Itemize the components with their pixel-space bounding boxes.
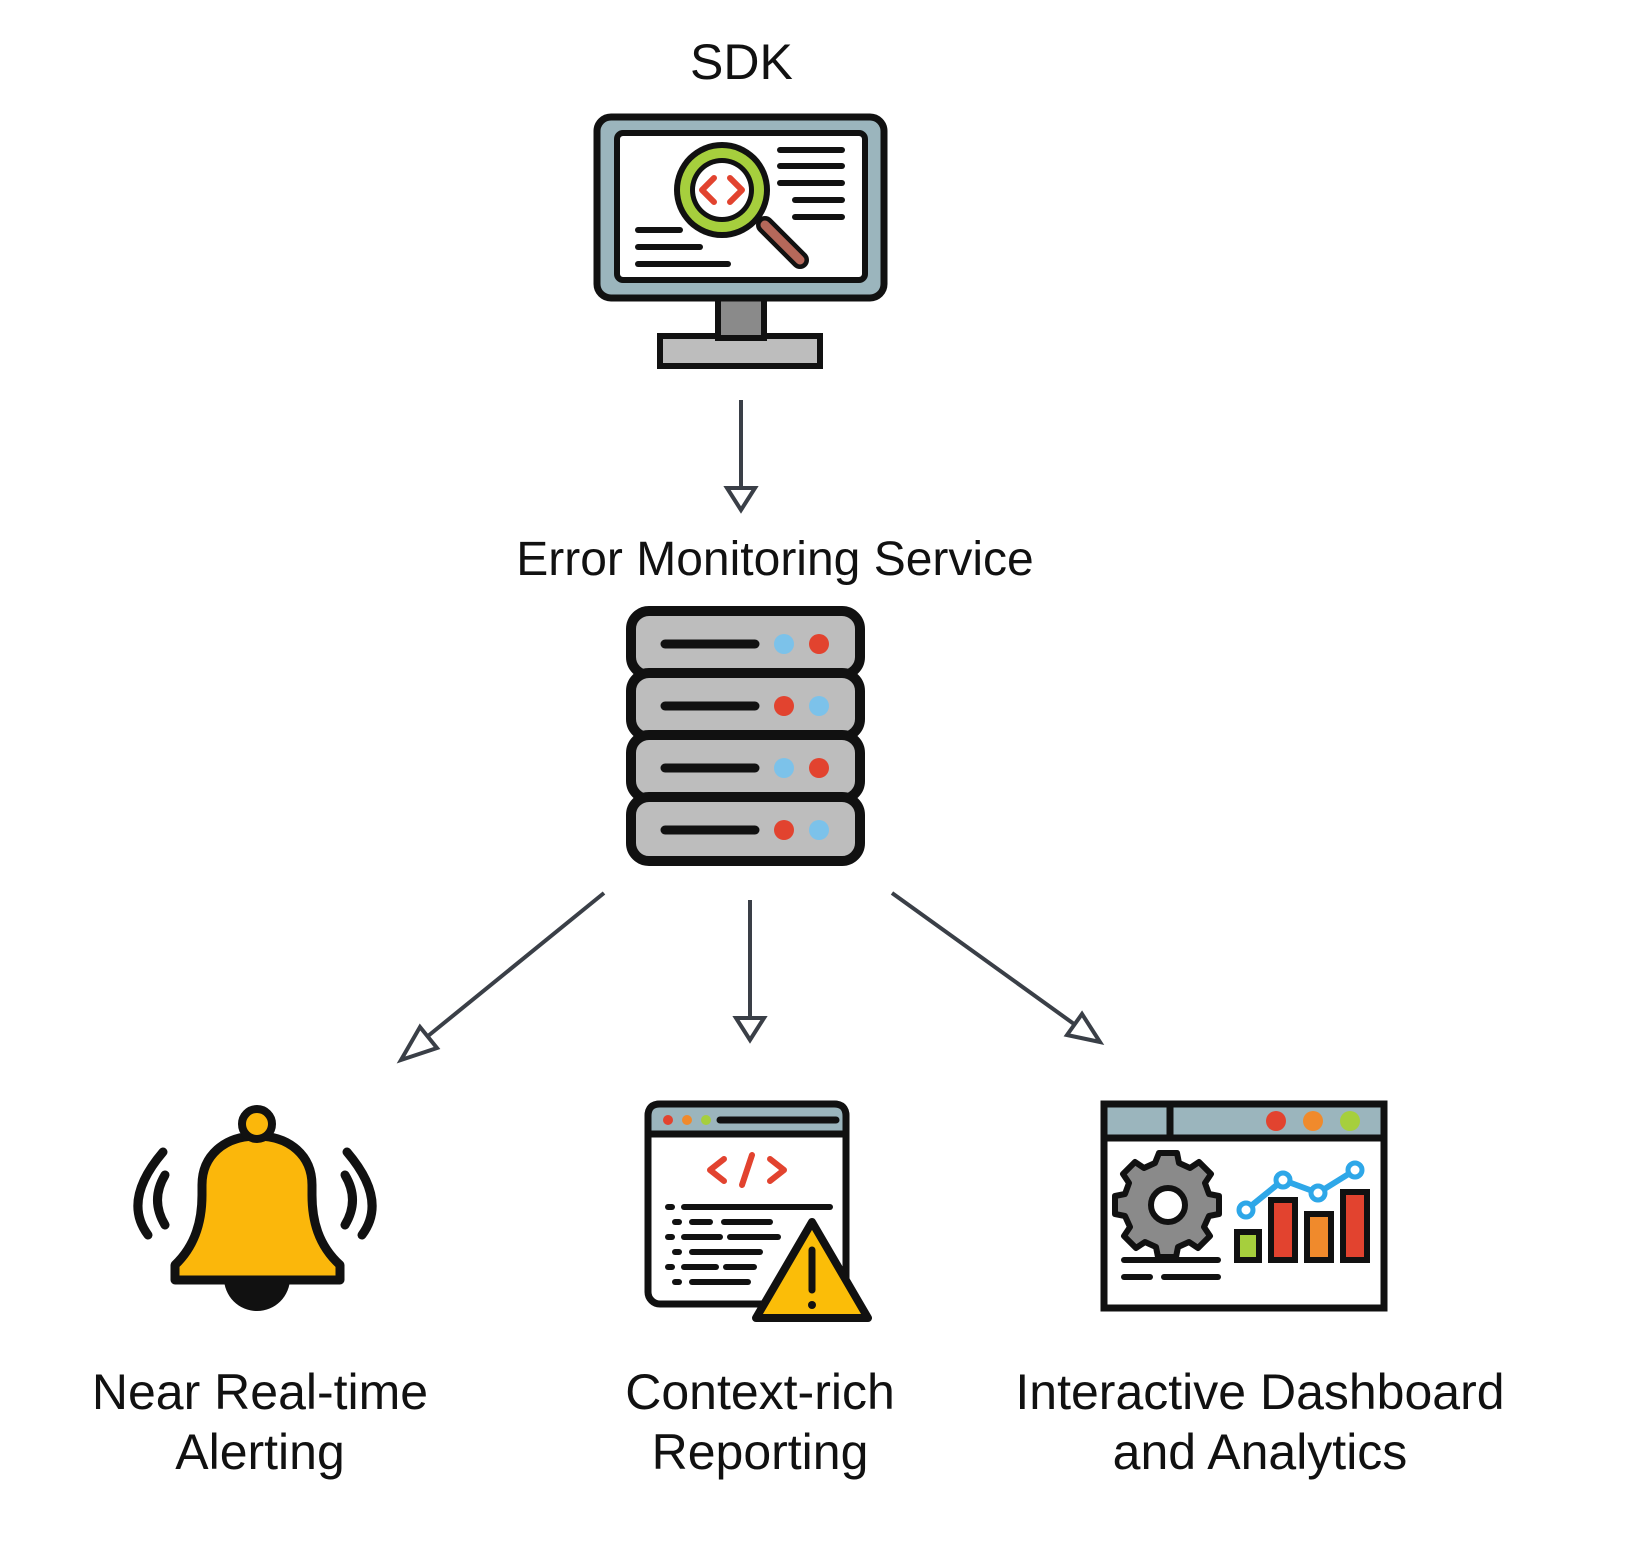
dashboard-label: Interactive Dashboard and Analytics xyxy=(1000,1362,1520,1482)
server-unit xyxy=(626,606,865,680)
reporting-label: Context-rich Reporting xyxy=(560,1362,960,1482)
server-unit xyxy=(626,792,865,866)
reporting-label-line1: Context-rich xyxy=(625,1364,895,1420)
dashboard-label-line1: Interactive Dashboard xyxy=(1015,1364,1505,1420)
sdk-label: SDK xyxy=(690,34,793,90)
arrow-service-to-dashboard xyxy=(890,891,1105,1045)
monitor-code-search-icon xyxy=(593,113,888,369)
server-unit xyxy=(626,668,865,742)
dashboard-label-line2: and Analytics xyxy=(1112,1424,1408,1480)
alerting-label-line1: Near Real-time xyxy=(91,1364,429,1420)
alerting-label: Near Real-time Alerting xyxy=(60,1362,460,1482)
arrow-sdk-to-service xyxy=(723,400,759,514)
service-label: Error Monitoring Service xyxy=(516,533,1034,586)
arrow-service-to-alerting xyxy=(396,891,606,1064)
arrow-service-to-reporting xyxy=(732,900,768,1044)
code-warning-icon xyxy=(644,1100,872,1322)
alerting-label-line2: Alerting xyxy=(175,1424,345,1480)
server-rack-icon xyxy=(626,606,865,866)
reporting-label-line2: Reporting xyxy=(651,1424,869,1480)
dashboard-analytics-icon xyxy=(1100,1100,1388,1312)
arrows xyxy=(396,400,1105,1064)
bell-icon xyxy=(133,1105,377,1311)
server-unit xyxy=(626,730,865,804)
